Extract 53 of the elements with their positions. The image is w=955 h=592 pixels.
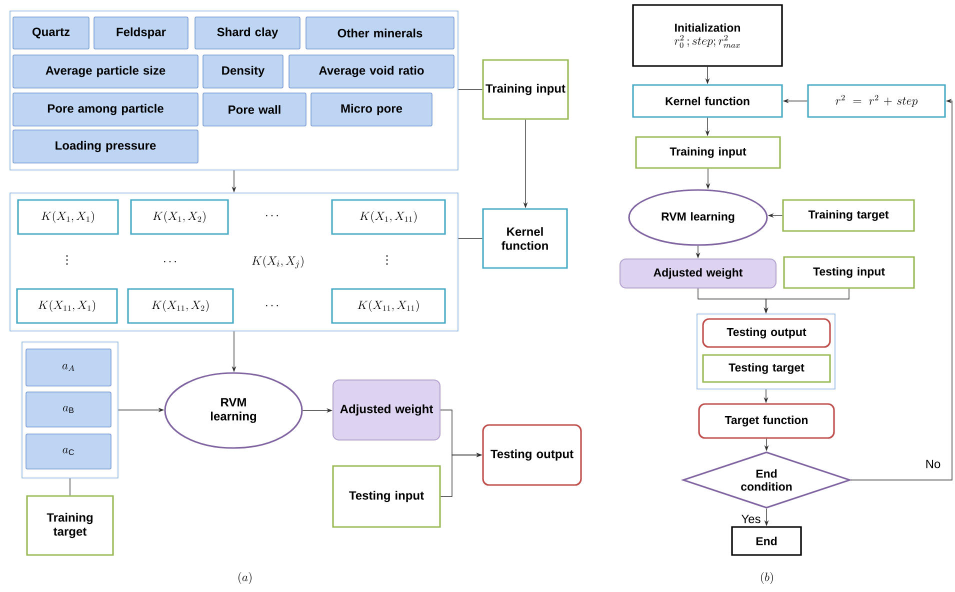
process-box: Testing input <box>783 256 915 289</box>
process-box: Training input <box>482 59 569 120</box>
process-box: Adjusted weight <box>620 258 776 288</box>
process-box: $r^2= r^2+step$ <box>807 84 946 118</box>
process-box: Testing output <box>482 424 582 486</box>
process-box: Testing input <box>332 465 441 528</box>
process-box: Testing target <box>702 354 831 383</box>
matrix-element-box: $K(X_{11},X_2)$ <box>127 288 234 324</box>
parameter-box: Average particle size <box>12 54 198 88</box>
ellipsis: $\cdots$ <box>266 215 278 216</box>
parameter-box: Micro pore <box>310 92 432 126</box>
process-box: Training target <box>26 495 114 556</box>
group-box <box>22 342 118 478</box>
edge-label: No <box>924 458 942 470</box>
process-box: Kernel function <box>482 208 568 269</box>
parameter-box: $a_\mathrm{C}$ <box>26 434 112 470</box>
matrix-element-box: $K(X_1,X_2)$ <box>130 199 229 235</box>
process-box: End <box>731 526 802 556</box>
matrix-element-box: $K(X_{11},X_1)$ <box>16 288 118 324</box>
ellipsis: $\cdots$ <box>266 305 278 306</box>
connector-line <box>458 238 483 239</box>
parameter-box: $a_A$ <box>26 348 112 386</box>
process-box: Initialization $r_0^2\,;step;r_{max}^2$ <box>632 4 783 67</box>
process-box: Kernel function <box>632 84 783 118</box>
ellipsis: $\vdots$ <box>386 255 388 265</box>
connector-line <box>458 89 483 90</box>
process-box: Target function <box>698 403 835 439</box>
parameter-box: $a_\mathrm{B}$ <box>26 392 112 428</box>
panel-label: $(a)$ <box>238 572 252 584</box>
edge-label: Yes <box>740 514 762 524</box>
ellipsis: $\vdots$ <box>66 255 68 265</box>
parameter-box: Pore wall <box>202 92 306 126</box>
ellipsis: $\cdots$ <box>164 261 176 262</box>
panel-label: $(b)$ <box>761 572 773 584</box>
parameter-box: Other minerals <box>306 16 454 50</box>
process-box: Adjusted weight <box>332 380 440 440</box>
group-box <box>696 314 836 390</box>
process-box: Testing output <box>702 318 831 348</box>
process-box: Training input <box>635 136 781 169</box>
parameter-box: Density <box>202 54 284 88</box>
matrix-element: $K(X_i,X_j)$ <box>252 256 304 268</box>
matrix-element-box: $K(X_{11},X_{11})$ <box>331 288 446 324</box>
parameter-box: Feldspar <box>94 16 188 50</box>
parameter-box: Average void ratio <box>288 54 454 88</box>
matrix-element-box: $K(X_1,X_{11})$ <box>331 199 446 235</box>
group-box <box>10 192 458 332</box>
parameter-box: Shard clay <box>194 16 300 50</box>
matrix-element-box: $K(X_1,X_1)$ <box>17 199 119 235</box>
process-box: Training target <box>782 199 915 232</box>
parameter-box: Loading pressure <box>12 130 198 164</box>
group-box <box>10 10 458 170</box>
parameter-box: Pore among particle <box>12 92 198 126</box>
parameter-box: Quartz <box>12 16 90 50</box>
